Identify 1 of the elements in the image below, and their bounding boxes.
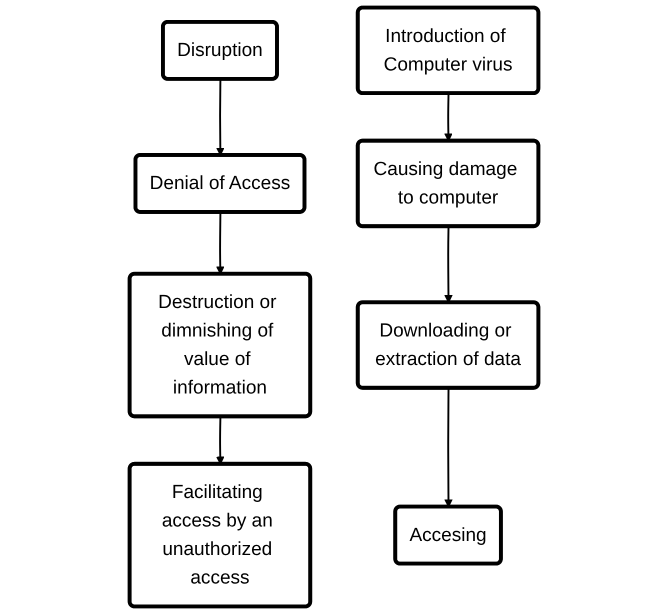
arrow <box>444 388 453 508</box>
